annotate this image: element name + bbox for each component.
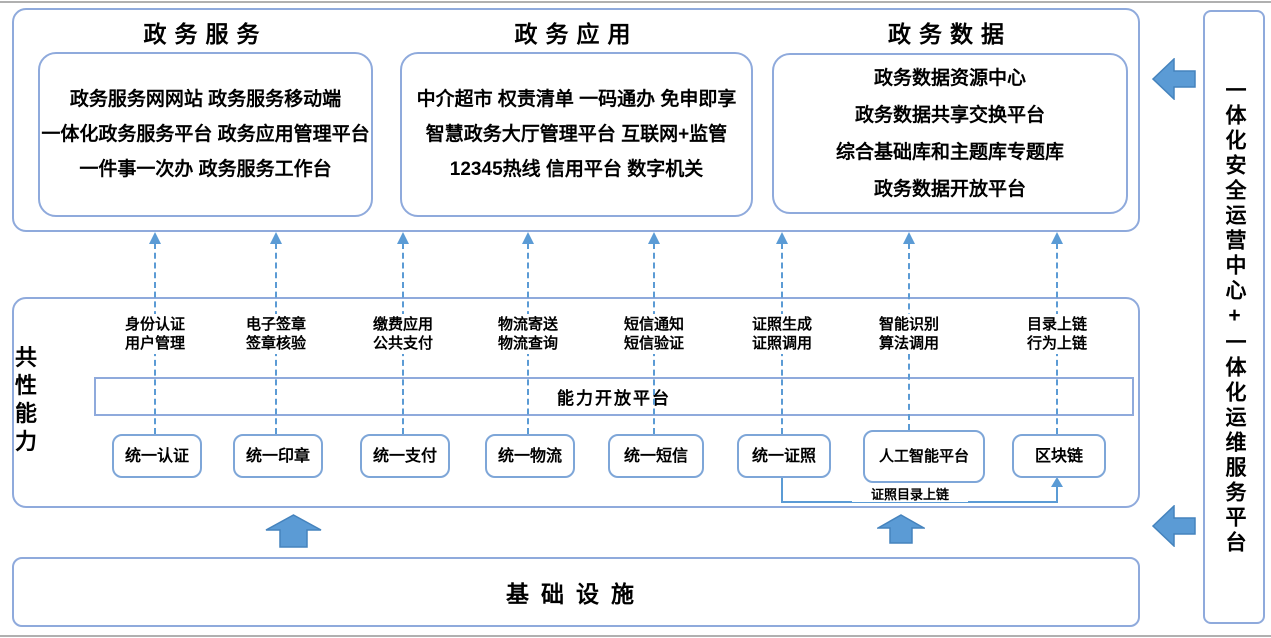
gov-applications-line: 12345热线 信用平台 数字机关 <box>449 159 704 180</box>
capability-label: 证照生成 证照调用 <box>726 314 838 354</box>
dashed-up-arrow-icon <box>1051 232 1063 244</box>
bottom-divider-line <box>0 635 1271 637</box>
infrastructure-box: 基础设施 <box>12 557 1140 627</box>
unified-sms-box: 统一短信 <box>608 434 704 478</box>
gov-applications-title: 政务应用 <box>514 21 639 47</box>
license-chain-connector-line <box>781 476 783 503</box>
gov-data-line: 政务数据资源中心 <box>873 67 1026 89</box>
security-ops-maintenance-panel: 一体化安全运营中心+一体化运维服务平台 <box>1203 10 1265 624</box>
gov-applications-line: 智慧政务大厅管理平台 互联网+监管 <box>425 124 728 145</box>
unified-logistics-box: 统一物流 <box>485 434 575 478</box>
gov-data-title: 政务数据 <box>888 21 1012 47</box>
capability-label: 缴费应用 公共支付 <box>347 314 459 354</box>
capability-open-platform-label: 能力开放平台 <box>557 389 671 408</box>
unified-seal-box: 统一印章 <box>233 434 323 478</box>
gov-data-box: 政务数据资源中心 政务数据共享交换平台 综合基础库和主题库专题库 政务数据开放平… <box>772 53 1128 214</box>
dashed-up-arrow-icon <box>522 232 534 244</box>
dashed-up-arrow-icon <box>648 232 660 244</box>
gov-applications-line: 中介超市 权责清单 一码通办 免申即享 <box>416 89 737 110</box>
gov-services-box: 政务服务网网站 政务服务移动端 一体化政务服务平台 政务应用管理平台 一件事一次… <box>38 52 373 217</box>
common-capability-side-label: 共性能力 <box>14 345 37 454</box>
gov-services-line: 一件事一次办 政务服务工作台 <box>79 159 332 180</box>
gov-services-line: 政务服务网网站 政务服务移动端 <box>69 89 342 110</box>
capability-label: 物流寄送 物流查询 <box>472 314 584 354</box>
dashed-up-arrow-icon <box>149 232 161 244</box>
unified-auth-box: 统一认证 <box>112 434 202 478</box>
license-chain-connector-line <box>1056 486 1058 503</box>
capability-label: 短信通知 短信验证 <box>598 314 710 354</box>
gov-data-line: 政务数据共享交换平台 <box>854 104 1045 126</box>
left-arrow-icon <box>1152 505 1196 547</box>
connector-up-arrow-icon <box>1051 477 1063 487</box>
capability-label: 身份认证 用户管理 <box>99 314 211 354</box>
infrastructure-label: 基础设施 <box>506 581 646 607</box>
unified-payment-box: 统一支付 <box>360 434 450 478</box>
dashed-up-arrow-icon <box>776 232 788 244</box>
capability-open-platform-bar: 能力开放平台 <box>94 377 1134 416</box>
gov-services-line: 一体化政务服务平台 政务应用管理平台 <box>41 124 370 145</box>
dashed-up-arrow-icon <box>397 232 409 244</box>
top-divider-line <box>0 1 1271 3</box>
up-arrow-icon <box>265 514 322 548</box>
left-arrow-icon <box>1152 58 1196 100</box>
dashed-up-arrow-icon <box>270 232 282 244</box>
blockchain-box: 区块链 <box>1012 434 1106 478</box>
security-ops-maintenance-label: 一体化安全运营中心+一体化运维服务平台 <box>1223 78 1246 556</box>
capability-label: 电子签章 签章核验 <box>220 314 332 354</box>
gov-applications-box: 中介超市 权责清单 一码通办 免申即享 智慧政务大厅管理平台 互联网+监管 12… <box>400 52 753 217</box>
capability-label: 目录上链 行为上链 <box>1001 314 1113 354</box>
gov-services-title: 政务服务 <box>143 21 268 47</box>
capability-label: 智能识别 算法调用 <box>853 314 965 354</box>
ai-platform-box: 人工智能平台 <box>863 430 985 483</box>
gov-data-line: 综合基础库和主题库专题库 <box>835 141 1064 163</box>
dashed-up-arrow-icon <box>903 232 915 244</box>
up-arrow-icon <box>877 514 925 544</box>
gov-data-line: 政务数据开放平台 <box>873 178 1026 200</box>
unified-license-box: 统一证照 <box>737 434 831 478</box>
license-chain-connector-line <box>781 501 1058 503</box>
license-chain-connector-label: 证照目录上链 <box>852 487 968 502</box>
